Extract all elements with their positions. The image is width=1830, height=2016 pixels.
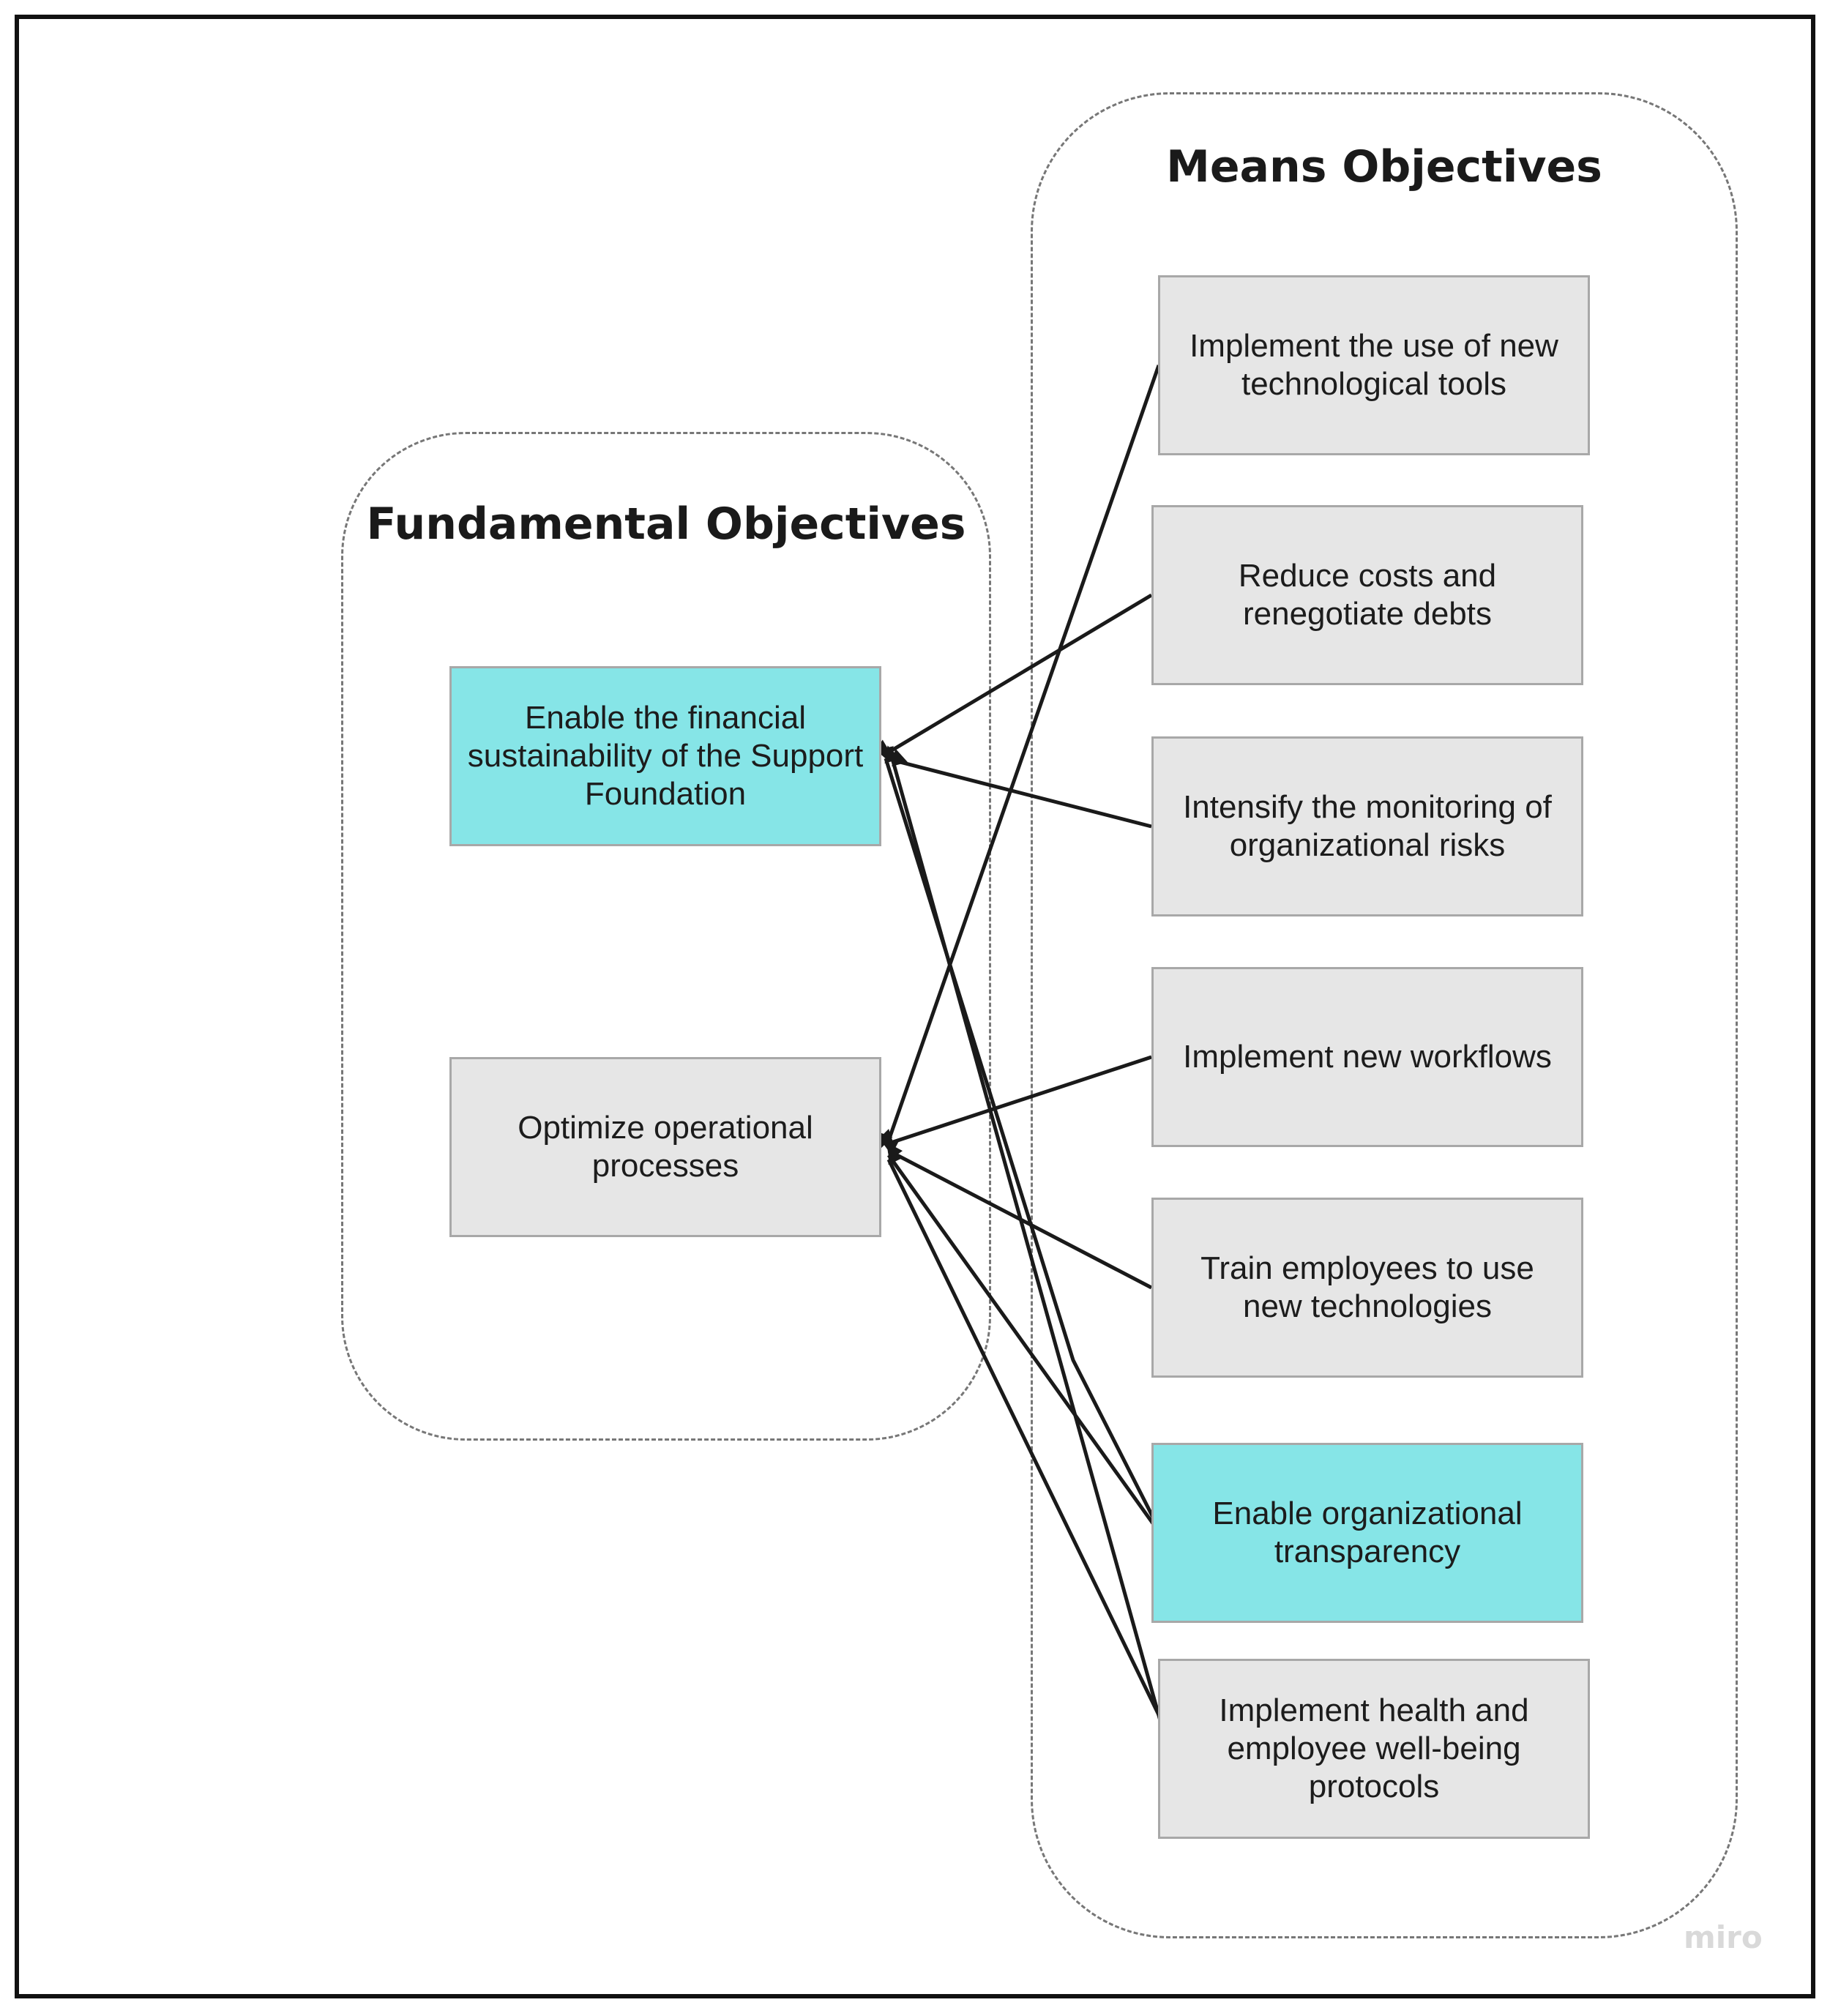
means-node-train-employees[interactable]: Train employees to use new technologies [1151,1198,1583,1378]
node-label: Reduce costs and renegotiate debts [1238,558,1497,632]
means-node-new-workflows[interactable]: Implement new workflows [1151,967,1583,1147]
node-label: Implement new workflows [1183,1039,1552,1075]
node-label: Implement health and employee well-being… [1219,1692,1529,1804]
node-label: Enable the financial sustainability of t… [467,700,864,812]
means-node-health-protocols[interactable]: Implement health and employee well-being… [1158,1659,1590,1839]
means-node-technological-tools[interactable]: Implement the use of new technological t… [1158,275,1590,455]
fundamental-node-financial-sustainability[interactable]: Enable the financial sustainability of t… [449,666,881,846]
fundamental-node-optimize-processes[interactable]: Optimize operational processes [449,1057,881,1237]
node-label: Optimize operational processes [518,1110,813,1184]
means-node-transparency[interactable]: Enable organizational transparency [1151,1443,1583,1623]
node-label: Intensify the monitoring of organization… [1183,789,1552,863]
fundamental-objectives-title: Fundamental Objectives [366,499,966,550]
means-node-reduce-costs[interactable]: Reduce costs and renegotiate debts [1151,505,1583,685]
node-label: Implement the use of new technological t… [1190,328,1558,402]
means-objectives-title: Means Objectives [1166,141,1602,193]
means-node-monitor-risks[interactable]: Intensify the monitoring of organization… [1151,736,1583,916]
fundamental-objectives-group: Fundamental Objectives [341,432,991,1441]
miro-watermark: miro [1684,1919,1763,1955]
node-label: Enable organizational transparency [1212,1496,1523,1569]
node-label: Train employees to use new technologies [1200,1250,1534,1324]
